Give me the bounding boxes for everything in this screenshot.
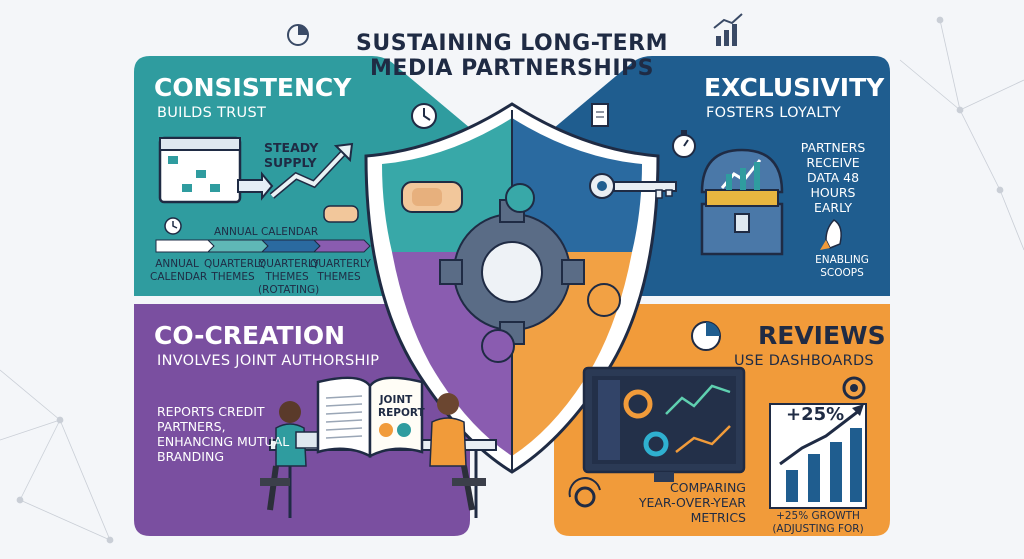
page-title: SUSTAINING LONG-TERM MEDIA PARTNERSHIPS [300, 31, 724, 81]
growth-badge: +25% [786, 404, 845, 425]
puzzle-icon [481, 183, 621, 363]
reviews-subheading: USE DASHBOARDS [734, 353, 874, 369]
timeline-item: QUARTERLY THEMES [310, 258, 371, 284]
cocreation-subheading: INVOLVES JOINT AUTHORSHIP [157, 353, 380, 369]
cocreation-note-line-4: BRANDING [157, 449, 225, 464]
growth-line-1: +25% GROWTH [776, 510, 860, 522]
cocreation-note-line-1: REPORTS CREDIT [157, 404, 265, 419]
compare-line-3: METRICS [690, 510, 746, 525]
timeline-item-line-2: THEMES [211, 271, 255, 283]
clock-icon [411, 103, 437, 129]
reviews-heading: REVIEWS [758, 321, 886, 350]
joint-report-line-1: JOINT [379, 394, 413, 406]
title-line-2: MEDIA PARTNERSHIPS [370, 56, 654, 81]
document-icon [591, 103, 609, 127]
compare-metrics-label: COMPARING YEAR-OVER-YEAR METRICS [610, 480, 746, 525]
pie-chart-icon [287, 24, 309, 46]
timeline-item-line-2: THEMES [317, 271, 361, 283]
title-line-1: SUSTAINING LONG-TERM [356, 31, 668, 56]
joint-report-line-2: REPORT [378, 407, 425, 419]
stopwatch-icon [672, 130, 696, 158]
timeline-item-line-1: ANNUAL [155, 258, 199, 270]
exclusivity-subheading: FOSTERS LOYALTY [706, 105, 841, 121]
scoops-line-2: SCOOPS [820, 267, 864, 279]
growth-label: +25% GROWTH (ADJUSTING FOR) [766, 510, 870, 536]
trend-arrow-icon [269, 142, 354, 199]
key-icon [589, 173, 677, 199]
open-book-icon [316, 376, 424, 459]
timeline-item-line-3: (ROTATING) [258, 284, 320, 296]
compare-line-1: COMPARING [669, 480, 746, 495]
timeline-item-line-1: QUARTERLY [204, 258, 265, 270]
treasure-chest-icon [700, 148, 784, 256]
small-clock-icon [164, 217, 182, 235]
timeline-item-line-2: CALENDAR [150, 271, 208, 283]
small-pie-chart-icon [691, 321, 721, 351]
dashboard-monitor-icon [582, 366, 746, 482]
exclusivity-note: PARTNERS RECEIVE DATA 48 HOURS EARLY [790, 140, 876, 215]
timeline-item-line-1: QUARTERLY [258, 258, 319, 270]
compare-line-2: YEAR-OVER-YEAR [638, 495, 746, 510]
joint-report-label: JOINT REPORT [378, 394, 425, 420]
cocreation-note-line-3: ENHANCING MUTUAL [157, 434, 290, 449]
timeline-item: ANNUAL CALENDAR [150, 258, 208, 284]
growth-line-2: (ADJUSTING FOR) [772, 523, 864, 535]
steady-line-2: SUPPLY [264, 155, 317, 170]
bar-chart-icon [713, 13, 743, 46]
cocreation-heading: CO-CREATION [154, 321, 346, 350]
timeline-item: QUARTERLY THEMES [204, 258, 265, 284]
cocreation-note-line-2: PARTNERS, [157, 419, 226, 434]
timeline-item-line-2: THEMES [265, 271, 309, 283]
steady-line-1: STEADY [264, 140, 319, 155]
cocreation-note: REPORTS CREDIT PARTNERS, ENHANCING MUTUA… [157, 404, 289, 464]
exclusivity-note-line-4: HOURS [810, 185, 856, 200]
annual-calendar-label: ANNUAL CALENDAR [214, 226, 319, 238]
exclusivity-note-line-5: EARLY [813, 200, 853, 215]
exclusivity-note-line-2: RECEIVE [806, 155, 860, 170]
timeline-item: QUARTERLY THEMES (ROTATING) [258, 258, 320, 297]
quadrant-cocreation-bg [134, 304, 470, 536]
timeline-bar [155, 239, 371, 253]
rocket-icon [820, 219, 842, 250]
timeline-item-line-1: QUARTERLY [310, 258, 371, 270]
enabling-scoops-label: ENABLING SCOOPS [808, 254, 876, 280]
exclusivity-heading: EXCLUSIVITY [704, 73, 885, 102]
exclusivity-note-line-1: PARTNERS [800, 140, 866, 155]
network-decoration [0, 16, 1024, 544]
handshake-icon [401, 181, 463, 213]
calendar-icon [158, 136, 274, 204]
consistency-heading: CONSISTENCY [154, 73, 352, 102]
growth-bar-chart-icon [769, 403, 867, 509]
small-handshake-icon [323, 205, 359, 223]
cycle-gears-icon [568, 477, 601, 508]
steady-supply-label: STEADY SUPPLY [264, 140, 318, 170]
exclusivity-note-line-3: DATA 48 [806, 170, 860, 185]
consistency-subheading: BUILDS TRUST [157, 105, 267, 121]
scoops-line-1: ENABLING [815, 254, 869, 266]
review-gear-icon [842, 376, 866, 400]
